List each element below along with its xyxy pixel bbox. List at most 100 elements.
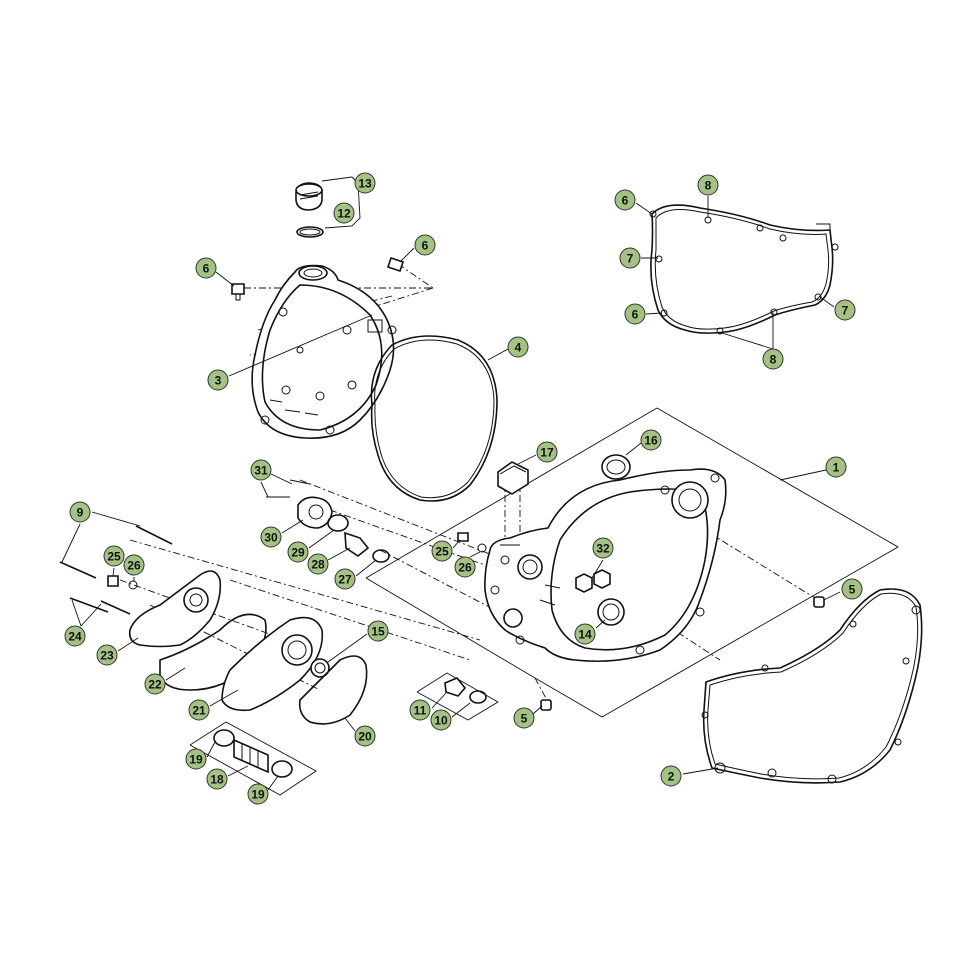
nuts-and-bearing	[575, 569, 625, 626]
part-callout: 25	[103, 545, 125, 567]
part-callout: 5	[513, 707, 535, 729]
part-callout: 6	[624, 303, 646, 325]
callout-number: 31	[254, 464, 268, 478]
part-callout: 4	[507, 336, 529, 358]
part-callout: 17	[536, 441, 558, 463]
callout-number: 10	[434, 714, 448, 728]
callout-number: 13	[358, 177, 372, 191]
callout-number: 16	[644, 434, 658, 448]
callout-bubble	[287, 541, 309, 563]
callout-number: 9	[77, 506, 84, 520]
side-crankcase-cover	[484, 468, 727, 662]
callout-bubble	[834, 299, 856, 321]
cover-bolts	[231, 256, 405, 301]
callout-number: 6	[203, 262, 210, 276]
callout-labels: 1234556666778891011121314151617181919202…	[64, 172, 863, 805]
callout-number: 25	[107, 550, 121, 564]
callout-number: 5	[521, 712, 528, 726]
part-callout: 32	[592, 537, 614, 559]
callout-number: 25	[435, 545, 449, 559]
callout-bubble	[454, 556, 476, 578]
callout-number: 18	[210, 773, 224, 787]
part-callout: 26	[454, 556, 476, 578]
callout-number: 23	[100, 649, 114, 663]
callout-number: 22	[148, 678, 162, 692]
breather-block	[497, 461, 529, 495]
part-callout: 30	[260, 526, 282, 548]
callout-bubble	[188, 699, 210, 721]
callout-number: 28	[311, 558, 325, 572]
part-callout: 15	[367, 620, 389, 642]
part-callout: 2	[660, 765, 682, 787]
part-callout: 13	[354, 172, 376, 194]
pump-shaft-group	[213, 729, 293, 778]
callout-bubble	[414, 234, 436, 256]
callout-number: 20	[358, 730, 372, 744]
part-callout: 16	[640, 429, 662, 451]
callout-number: 7	[627, 252, 634, 266]
callout-bubble	[185, 748, 207, 770]
part-callout: 6	[614, 189, 636, 211]
assembly-frame-pump	[189, 672, 499, 796]
callout-number: 8	[770, 353, 777, 367]
callout-bubble	[762, 348, 784, 370]
callout-bubble	[354, 725, 376, 747]
callout-bubble	[536, 441, 558, 463]
callout-bubble	[96, 644, 118, 666]
callout-bubble	[841, 578, 863, 600]
callout-bubble	[64, 625, 86, 647]
callout-number: 21	[192, 704, 206, 718]
callout-number: 17	[540, 446, 554, 460]
part-callout: 14	[574, 623, 596, 645]
callout-bubble	[207, 369, 229, 391]
part-callout: 19	[185, 748, 207, 770]
part-callout: 23	[96, 644, 118, 666]
callout-bubble	[206, 768, 228, 790]
oil-seal	[601, 454, 631, 480]
callout-bubble	[247, 783, 269, 805]
callout-bubble	[431, 540, 453, 562]
sensor-plug	[444, 677, 487, 704]
callout-number: 4	[515, 341, 522, 355]
callout-bubble	[307, 553, 329, 575]
callout-bubble	[513, 707, 535, 729]
part-callout: 24	[64, 625, 86, 647]
callout-bubble	[430, 709, 452, 731]
callout-bubble	[123, 554, 145, 576]
callout-bubble	[144, 673, 166, 695]
callout-number: 11	[414, 704, 427, 718]
callout-bubble	[260, 526, 282, 548]
part-callout: 12	[333, 202, 355, 224]
part-callout: 3	[207, 369, 229, 391]
part-callout: 21	[188, 699, 210, 721]
callout-number: 5	[849, 583, 856, 597]
callout-number: 19	[251, 788, 265, 802]
part-callout: 10	[430, 709, 452, 731]
callout-number: 29	[291, 546, 305, 560]
callout-number: 26	[127, 559, 141, 573]
callout-number: 27	[338, 573, 352, 587]
callout-number: 14	[578, 628, 592, 642]
part-callout: 5	[841, 578, 863, 600]
part-callout: 19	[247, 783, 269, 805]
callout-bubble	[333, 202, 355, 224]
part-callout: 22	[144, 673, 166, 695]
cover-gasket	[370, 335, 498, 502]
callout-bubble	[409, 699, 431, 721]
part-callout: 7	[619, 247, 641, 269]
callout-bubble	[69, 501, 91, 523]
callout-number: 6	[622, 194, 629, 208]
callout-bubble	[660, 765, 682, 787]
oil-filler-plug	[295, 182, 324, 238]
callout-bubble	[354, 172, 376, 194]
callout-bubble	[624, 303, 646, 325]
part-callout: 1	[825, 456, 847, 478]
part-callout: 8	[762, 348, 784, 370]
callout-number: 19	[189, 753, 203, 767]
part-callout: 8	[697, 174, 719, 196]
callout-number: 2	[668, 770, 675, 784]
callout-number: 8	[705, 179, 712, 193]
callout-number: 6	[422, 239, 429, 253]
part-callout: 7	[834, 299, 856, 321]
